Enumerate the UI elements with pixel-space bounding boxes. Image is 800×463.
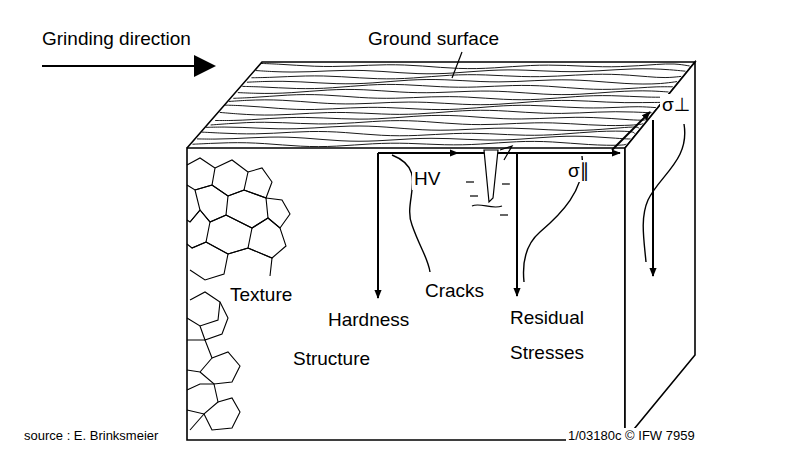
grinding-mark — [229, 100, 660, 105]
ground-surface-texture — [192, 63, 689, 146]
grinding-mark — [220, 110, 652, 115]
grinding-mark — [224, 105, 656, 109]
grinding-mark — [215, 115, 647, 120]
stress-symbol: σ∥ — [566, 160, 591, 182]
grinding-mark — [251, 74, 681, 79]
sigma-perpendicular-arrow — [612, 112, 650, 150]
grinding-mark — [247, 80, 677, 85]
residual-stress-axis — [516, 153, 518, 296]
direction-label: Grinding direction — [40, 28, 193, 50]
part-label: Hardness — [326, 309, 411, 331]
sigma-parallel-arrow — [458, 152, 620, 154]
surface-label: Ground surface — [366, 28, 501, 50]
grinding-mark — [206, 126, 639, 130]
grinding-mark — [233, 95, 664, 100]
hv-arrow — [378, 152, 458, 154]
part-label: Residual Stresses — [490, 300, 604, 370]
hardness-axis — [377, 153, 379, 298]
part-label: Cracks — [423, 280, 486, 302]
grinding-mark — [211, 121, 644, 126]
grinding-mark — [261, 63, 690, 68]
arrow-head — [194, 55, 216, 77]
grinding-mark — [197, 136, 630, 141]
part-label: Texture — [228, 284, 294, 306]
crack-symbol — [466, 146, 512, 215]
grinding-mark — [242, 84, 672, 89]
grinding-mark — [192, 141, 626, 146]
perpendicular-stress-axis — [652, 120, 654, 276]
grinding-mark — [202, 131, 635, 136]
block-outline — [187, 62, 695, 440]
source-note: source : E. Brinksmeier — [22, 428, 160, 444]
figure-code: 1/03180c © IFW 7959 — [566, 428, 697, 444]
part-label: Structure — [291, 348, 372, 370]
hardness-symbol: HV — [412, 168, 442, 190]
direction-arrow — [42, 65, 196, 67]
stress-symbol: σ⊥ — [660, 94, 692, 116]
grinding-mark — [238, 89, 669, 94]
perpendicular-stress-curve — [643, 124, 685, 262]
leader-line — [452, 52, 462, 78]
grinding-mark — [256, 69, 686, 74]
